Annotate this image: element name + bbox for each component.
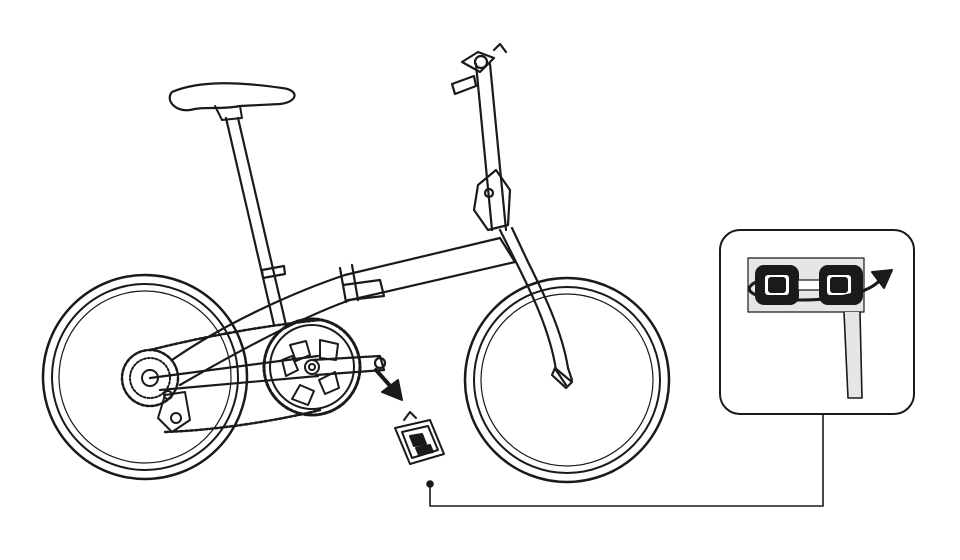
detail-callout bbox=[719, 229, 915, 415]
stem-handlebar bbox=[450, 42, 574, 390]
crank-arm bbox=[310, 354, 387, 377]
rear-derailleur bbox=[157, 390, 191, 433]
callout-connector bbox=[426, 414, 824, 507]
saddle bbox=[168, 82, 296, 121]
front-wheel bbox=[463, 276, 671, 484]
pedal bbox=[394, 411, 445, 465]
rotate-arrow-icon bbox=[747, 269, 893, 302]
chain bbox=[148, 318, 322, 434]
frame bbox=[148, 116, 517, 392]
down-arrow-icon bbox=[374, 368, 403, 401]
chainring bbox=[262, 317, 362, 417]
rear-wheel bbox=[41, 273, 249, 481]
